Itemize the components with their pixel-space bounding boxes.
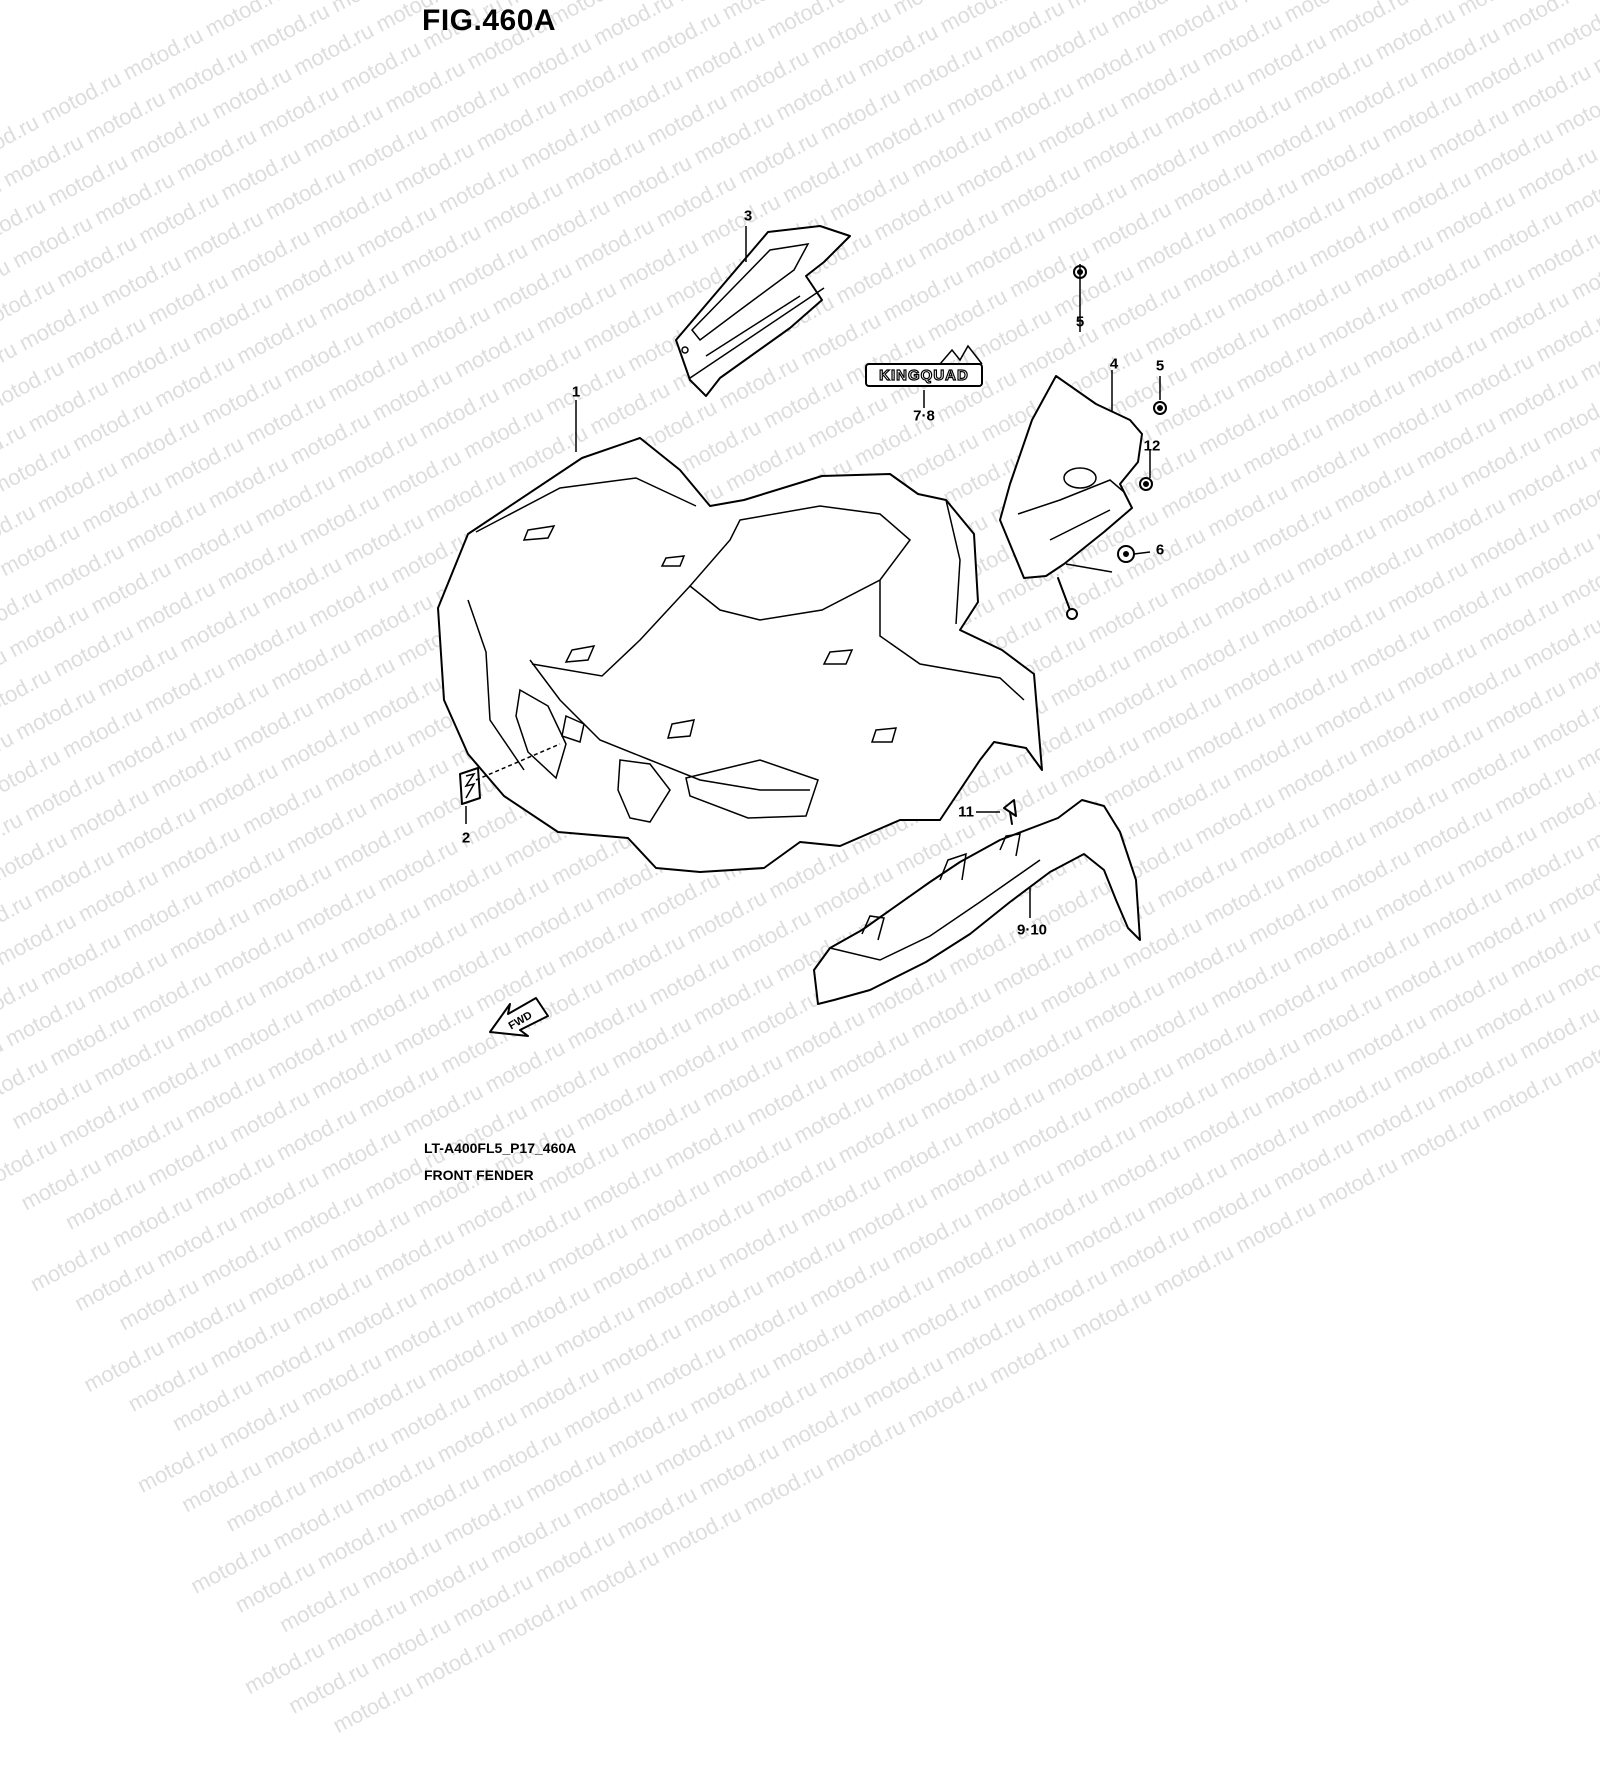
- footer-name: FRONT FENDER: [424, 1167, 534, 1183]
- callout-7-8: 7·8: [913, 407, 935, 425]
- callout-2: 2: [461, 829, 471, 847]
- leader-lines: [465, 226, 1161, 918]
- callout-6: 6: [1155, 541, 1165, 559]
- footer-code: LT-A400FL5_P17_460A: [424, 1140, 577, 1156]
- callout-12: 12: [1143, 437, 1161, 455]
- emblem-text: KINGQUAD: [879, 367, 969, 384]
- part-3-panel: [675, 225, 851, 397]
- fastener-6: [1117, 545, 1135, 563]
- callout-9-10: 9·10: [1016, 921, 1048, 939]
- part-1-front-fender: [437, 437, 1043, 873]
- part-2-emblem: [459, 743, 561, 805]
- callout-11: 11: [958, 803, 974, 821]
- part-9-10-mud-guard: [813, 799, 1141, 1005]
- fastener-11: [1003, 799, 1017, 825]
- callout-5a: 5: [1075, 313, 1085, 331]
- parts-diagram: KINGQUAD: [437, 225, 1167, 1037]
- part-7-8-emblem: KINGQUAD: [865, 344, 983, 387]
- fastener-5b: [1153, 401, 1167, 415]
- callout-5b: 5: [1155, 357, 1165, 375]
- figure-title: FIG.460A: [422, 4, 557, 37]
- part-4-side-panel: [999, 375, 1143, 579]
- fwd-arrow: FWD: [489, 997, 549, 1037]
- callout-3: 3: [743, 207, 753, 225]
- callout-1: 1: [571, 383, 581, 401]
- fastener-12: [1139, 477, 1153, 491]
- fastener-bolt-bottom: [1057, 577, 1078, 620]
- callout-4: 4: [1109, 355, 1119, 373]
